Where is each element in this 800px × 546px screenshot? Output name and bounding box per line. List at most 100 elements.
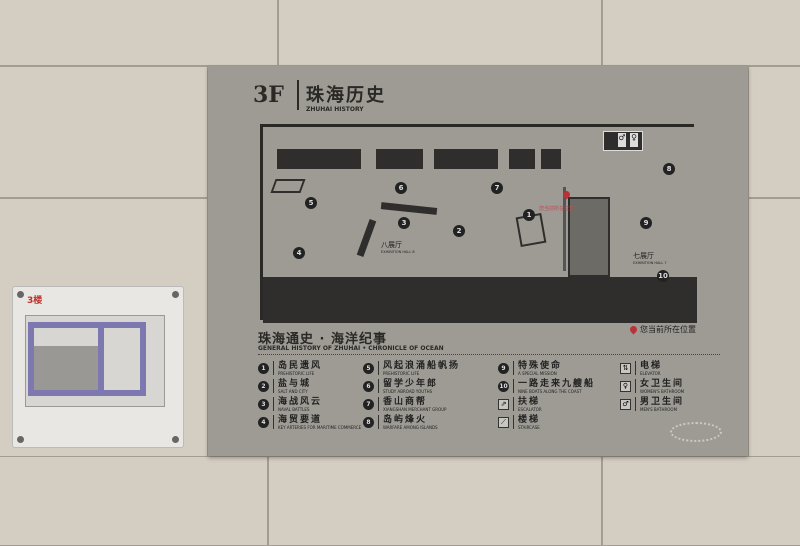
mens-restroom-icon: ♂	[620, 399, 631, 410]
screw	[17, 291, 24, 298]
exhibit-number: 9	[640, 217, 652, 229]
legend-item-en: A SPECIAL MISSION	[518, 371, 557, 376]
divider	[378, 397, 379, 411]
small-floor-plan	[25, 315, 165, 407]
divider	[513, 379, 514, 393]
exhibit-number-badge: 7	[363, 399, 374, 410]
curved-wall	[356, 218, 377, 258]
exhibit-number-badge: 5	[363, 363, 374, 374]
divider	[273, 361, 274, 375]
floor-number: 3F	[253, 82, 284, 108]
divider	[273, 415, 274, 429]
legend-item-cn: 香山商帮	[383, 397, 428, 407]
exhibit-number-badge: 8	[363, 417, 374, 428]
exhibit-number-badge: 1	[258, 363, 269, 374]
exhibit-number: 5	[305, 197, 317, 209]
legend-item-cn: 海战风云	[278, 397, 323, 407]
facility-en: ELEVATOR	[640, 371, 661, 376]
exhibit-number: 8	[663, 163, 675, 175]
divider	[378, 361, 379, 375]
legend-item-en: SALT AND CITY	[278, 389, 308, 394]
divider	[273, 397, 274, 411]
escalator-icon: ⇗	[498, 399, 509, 410]
legend-item-en: PREHISTORIC LIFE	[383, 371, 420, 376]
legend-title: 珠海通史 · 海洋纪事	[258, 332, 387, 347]
legend-item-en: STUDY ABROAD YOUTHS	[383, 389, 433, 394]
curved-wall	[380, 202, 438, 215]
legend-item-cn: 留学少年郎	[383, 379, 439, 389]
divider	[513, 361, 514, 375]
exhibit-case	[270, 179, 306, 193]
exhibit-number: 10	[657, 270, 669, 282]
exhibit-number: 7	[491, 182, 503, 194]
exhibit-number-badge: 10	[498, 381, 509, 392]
exhibit-number: 2	[453, 225, 465, 237]
small-floor-plan-sign: 3楼	[12, 286, 184, 448]
staircase-icon: ⟋	[498, 417, 509, 428]
display-wall	[434, 149, 498, 169]
dotted-divider	[258, 354, 720, 355]
display-wall	[277, 149, 361, 169]
facility-cn: 男卫生间	[640, 397, 685, 407]
legend-item-en: XIANGSHAN MERCHANT GROUP	[383, 407, 447, 412]
womens-restroom-icon: ♀	[620, 381, 631, 392]
legend-item-cn: 岛屿烽火	[383, 415, 428, 425]
wall-tile	[268, 456, 602, 546]
wall-tile	[748, 66, 800, 198]
legend-item-en: KEY ARTERIES FOR MARITIME COMMERCE	[278, 425, 362, 430]
exhibit-number-badge: 6	[363, 381, 374, 392]
divider	[297, 80, 299, 110]
display-wall	[376, 149, 423, 169]
exhibit-number: 4	[293, 247, 305, 259]
wall-tile	[278, 0, 602, 66]
legend-item-en: NINE BOATS ALONG THE COAST	[518, 389, 582, 394]
location-marker-label: 您当前所在位置	[539, 206, 575, 212]
exhibit-number-badge: 3	[258, 399, 269, 410]
facility-en: MEN'S BATHROOM	[640, 407, 678, 412]
legend-item-en: NAVAL BATTLES	[278, 407, 310, 412]
exhibit-number: 6	[395, 182, 407, 194]
legend-item-cn: 海贸要道	[278, 415, 323, 425]
legend-item-cn: 风起浪涌船帆扬	[383, 361, 461, 371]
facility-cn: 扶梯	[518, 397, 541, 407]
facility-en: ESCALATOR	[518, 407, 542, 412]
divider	[378, 415, 379, 429]
screw	[172, 291, 179, 298]
you-are-here-label: 您当前所在位置	[640, 325, 696, 334]
exhibit-number-badge: 4	[258, 417, 269, 428]
exhibit-number: 3	[398, 217, 410, 229]
wave-logo-icon	[670, 422, 722, 442]
facility-cn: 楼梯	[518, 415, 541, 425]
mens-restroom-icon: ♂	[618, 133, 626, 147]
facility-en: WOMEN'S BATHROOM	[640, 389, 685, 394]
wall-tile	[748, 198, 800, 458]
elevator-icon: ⇅	[620, 363, 631, 374]
legend-item-cn: 盐与城	[278, 379, 312, 389]
exhibit-number-badge: 2	[258, 381, 269, 392]
corridor	[263, 277, 697, 323]
divider	[378, 379, 379, 393]
divider	[635, 361, 636, 375]
wall-tile	[0, 456, 268, 546]
legend-item-cn: 一路走来九艘船	[518, 379, 596, 389]
divider	[513, 415, 514, 429]
display-wall	[509, 149, 535, 169]
divider	[513, 397, 514, 411]
screw	[17, 436, 24, 443]
you-are-here-legend: 您当前所在位置	[628, 324, 696, 335]
location-pin-icon	[628, 324, 639, 335]
wall-tile	[0, 0, 278, 66]
